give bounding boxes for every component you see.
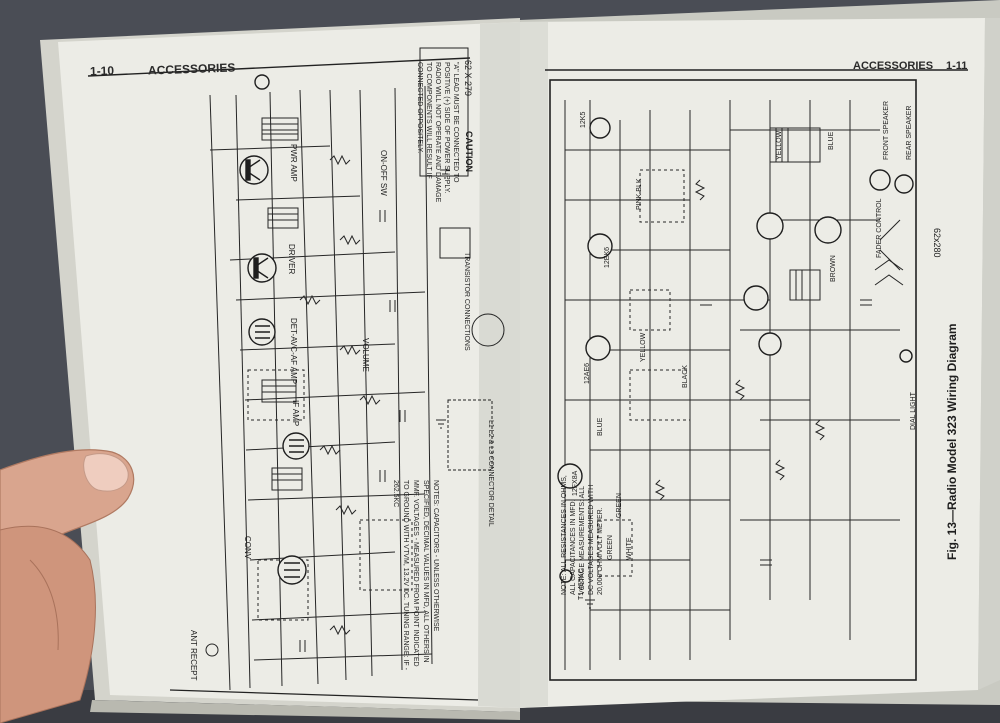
right-figure-code: 62x280 xyxy=(932,228,942,258)
transistor-q1 xyxy=(756,212,784,240)
transistor-q2 xyxy=(814,216,842,244)
label-front-speaker: FRONT SPEAKER xyxy=(883,101,890,160)
label-transistor-connections: TRANSISTOR CONNECTIONS xyxy=(463,252,470,351)
transistor-detail xyxy=(439,227,471,259)
left-page-number: 1-10 xyxy=(89,63,115,79)
tube-v3 xyxy=(589,117,611,139)
label-antenna: ANT RECEPT xyxy=(189,630,198,681)
thumbnail xyxy=(83,453,129,492)
label-wire-yellow-2: YELLOW xyxy=(640,332,647,362)
label-tube-v7: T1 455KC xyxy=(578,568,585,600)
antenna-jack-right xyxy=(559,569,573,583)
label-wire-brown: BROWN xyxy=(830,255,837,282)
right-page-edge xyxy=(978,18,1000,690)
label-tube-v3: 12K5 xyxy=(580,111,587,128)
left-figure-code: 62 X 279 xyxy=(463,60,473,97)
hand-palm xyxy=(0,525,96,723)
left-footer-rule xyxy=(169,689,479,701)
transistor-driver xyxy=(247,253,277,283)
tube-v6 xyxy=(758,332,782,356)
right-page-number: 1-11 xyxy=(946,60,968,72)
left-header-rule xyxy=(87,57,471,77)
label-dial-light: DIAL LIGHT xyxy=(910,392,917,430)
label-connector-detail: L1 L2 & L3 CONNECTOR DETAIL xyxy=(487,420,494,527)
left-notes: NOTES: CAPACITORS - UNLESS OTHERWISE SPE… xyxy=(392,480,439,670)
left-page-gutter-shade xyxy=(478,22,520,708)
tube-v2 xyxy=(587,233,613,259)
left-page xyxy=(58,22,520,708)
label-converter: CONV xyxy=(243,536,252,560)
label-volume: VOLUME xyxy=(361,338,370,372)
right-diagram-frame xyxy=(549,79,917,681)
tube-v4 xyxy=(585,335,611,361)
caution-box xyxy=(419,47,469,177)
label-detector: DET-AVC-AF AMP xyxy=(289,318,298,385)
right-page-gutter-shade xyxy=(520,22,548,708)
label-wire-pink: PINK BLK xyxy=(636,178,643,210)
label-tube-v2: 12EK6 xyxy=(604,246,611,268)
left-active-devices xyxy=(239,74,310,585)
label-tube-v6: GREEN xyxy=(616,493,623,518)
speaker-connector xyxy=(254,74,270,90)
label-wire-white: WHITE xyxy=(626,537,633,560)
label-driver: DRIVER xyxy=(287,244,296,275)
label-wire-yellow: YELLOW xyxy=(776,130,783,160)
transistor-base-symbol xyxy=(471,313,505,347)
label-tube-v4: 12AE6 xyxy=(584,362,591,384)
page-stack-edge xyxy=(90,700,520,720)
figure-caption: Fig. 13—Radio Model 323 Wiring Diagram xyxy=(945,323,959,560)
label-wire-blue-2: BLUE xyxy=(597,417,604,436)
right-active-devices xyxy=(557,117,914,583)
label-fader-control: FADER CONTROL xyxy=(876,198,883,258)
transistor-pwr-amp xyxy=(239,155,269,185)
transistor-q3 xyxy=(743,285,769,311)
label-if-amp: IF AMP xyxy=(291,400,300,427)
label-wire-blue: BLUE xyxy=(828,131,835,150)
label-pwr-amp: PWR AMP xyxy=(289,144,298,182)
hand-crease xyxy=(29,559,59,651)
left-schematic xyxy=(205,85,450,691)
label-wire-black: BLACK xyxy=(682,365,689,388)
caution-text: "A" LEAD MUST BE CONNECTED TO POSITIVE (… xyxy=(416,62,459,203)
front-speaker-symbol xyxy=(869,169,891,191)
label-on-off: ON-OFF SW xyxy=(379,150,388,196)
connector-detail-box xyxy=(447,399,493,471)
label-tube-v5: 12FX8A xyxy=(572,470,579,496)
rear-speaker-symbol xyxy=(894,174,914,194)
label-wire-green: GREEN xyxy=(607,535,614,560)
right-page-title: ACCESSORIES xyxy=(853,60,934,72)
dial-light-symbol xyxy=(899,349,913,363)
tube-v5 xyxy=(557,463,583,489)
caution-title: CAUTION xyxy=(464,131,474,172)
label-rear-speaker: REAR SPEAKER xyxy=(906,105,913,160)
right-page xyxy=(520,18,985,708)
